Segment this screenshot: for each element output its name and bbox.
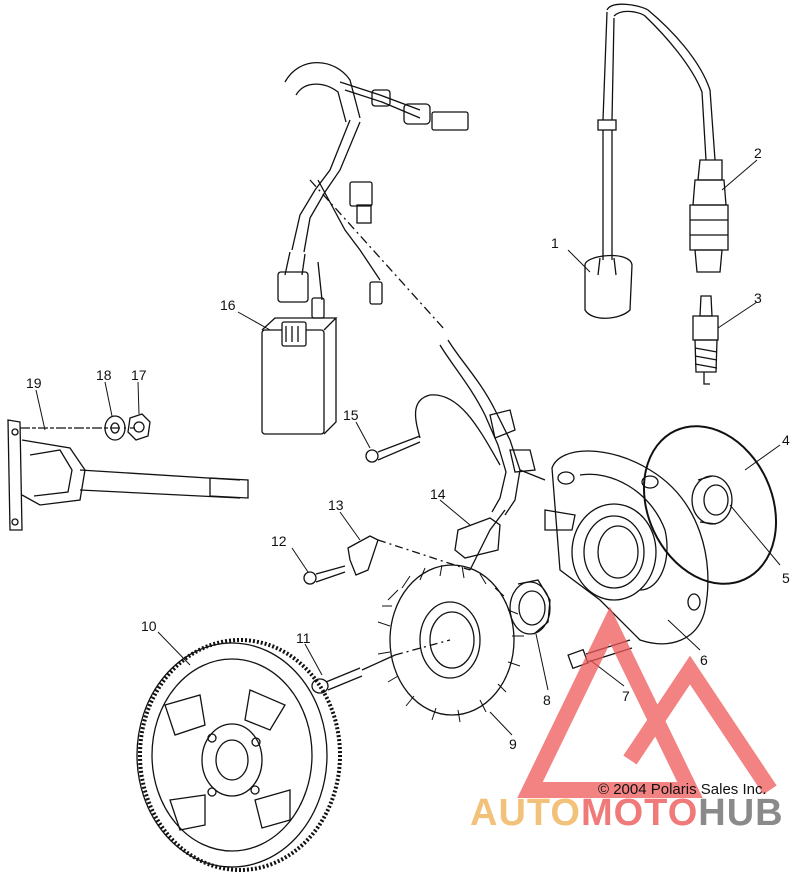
screw-15 [365,394,501,466]
nut [127,413,151,441]
callout-19: 19 [26,375,42,391]
stator-plate [544,450,709,645]
callout-2: 2 [754,145,762,161]
callout-12: 12 [271,533,287,549]
watermark-brand: AUTOMOTOHUB [470,792,784,835]
watermark-auto: AUTO [470,792,581,834]
callout-8: 8 [543,692,551,708]
callout-4: 4 [782,432,790,448]
spark-plug [692,295,719,385]
callout-14: 14 [430,486,446,502]
seal [509,579,551,635]
watermark-hub: HUB [698,792,784,834]
callout-11: 11 [296,630,311,646]
callout-18: 18 [96,367,112,383]
screw-11 [311,639,451,694]
wiring-harness [277,59,469,331]
callout-1: 1 [551,235,559,251]
callout-5: 5 [782,570,790,586]
o-ring [642,425,778,585]
spark-plug-boot [689,159,729,273]
callout-10: 10 [141,618,157,634]
callout-6: 6 [700,652,708,668]
callout-16: 16 [220,297,236,313]
pickup-coil [439,339,546,559]
copyright-notice: © 2004 Polaris Sales Inc. [598,781,767,798]
screw-12 [303,565,346,585]
callout-3: 3 [754,290,762,306]
ignition-coil [7,419,249,531]
callout-9: 9 [509,736,517,752]
spark-plug-cap [584,3,716,319]
bearing [691,475,733,525]
callout-15: 15 [343,407,359,423]
watermark-moto: MOTO [580,792,699,834]
watermark-logo [517,606,777,798]
callout-13: 13 [328,497,344,513]
wire-bracket [347,535,471,576]
cdi-module [261,317,338,435]
callout-17: 17 [131,367,147,383]
stator [377,509,524,723]
flywheel [136,638,342,872]
callout-7: 7 [622,688,630,704]
